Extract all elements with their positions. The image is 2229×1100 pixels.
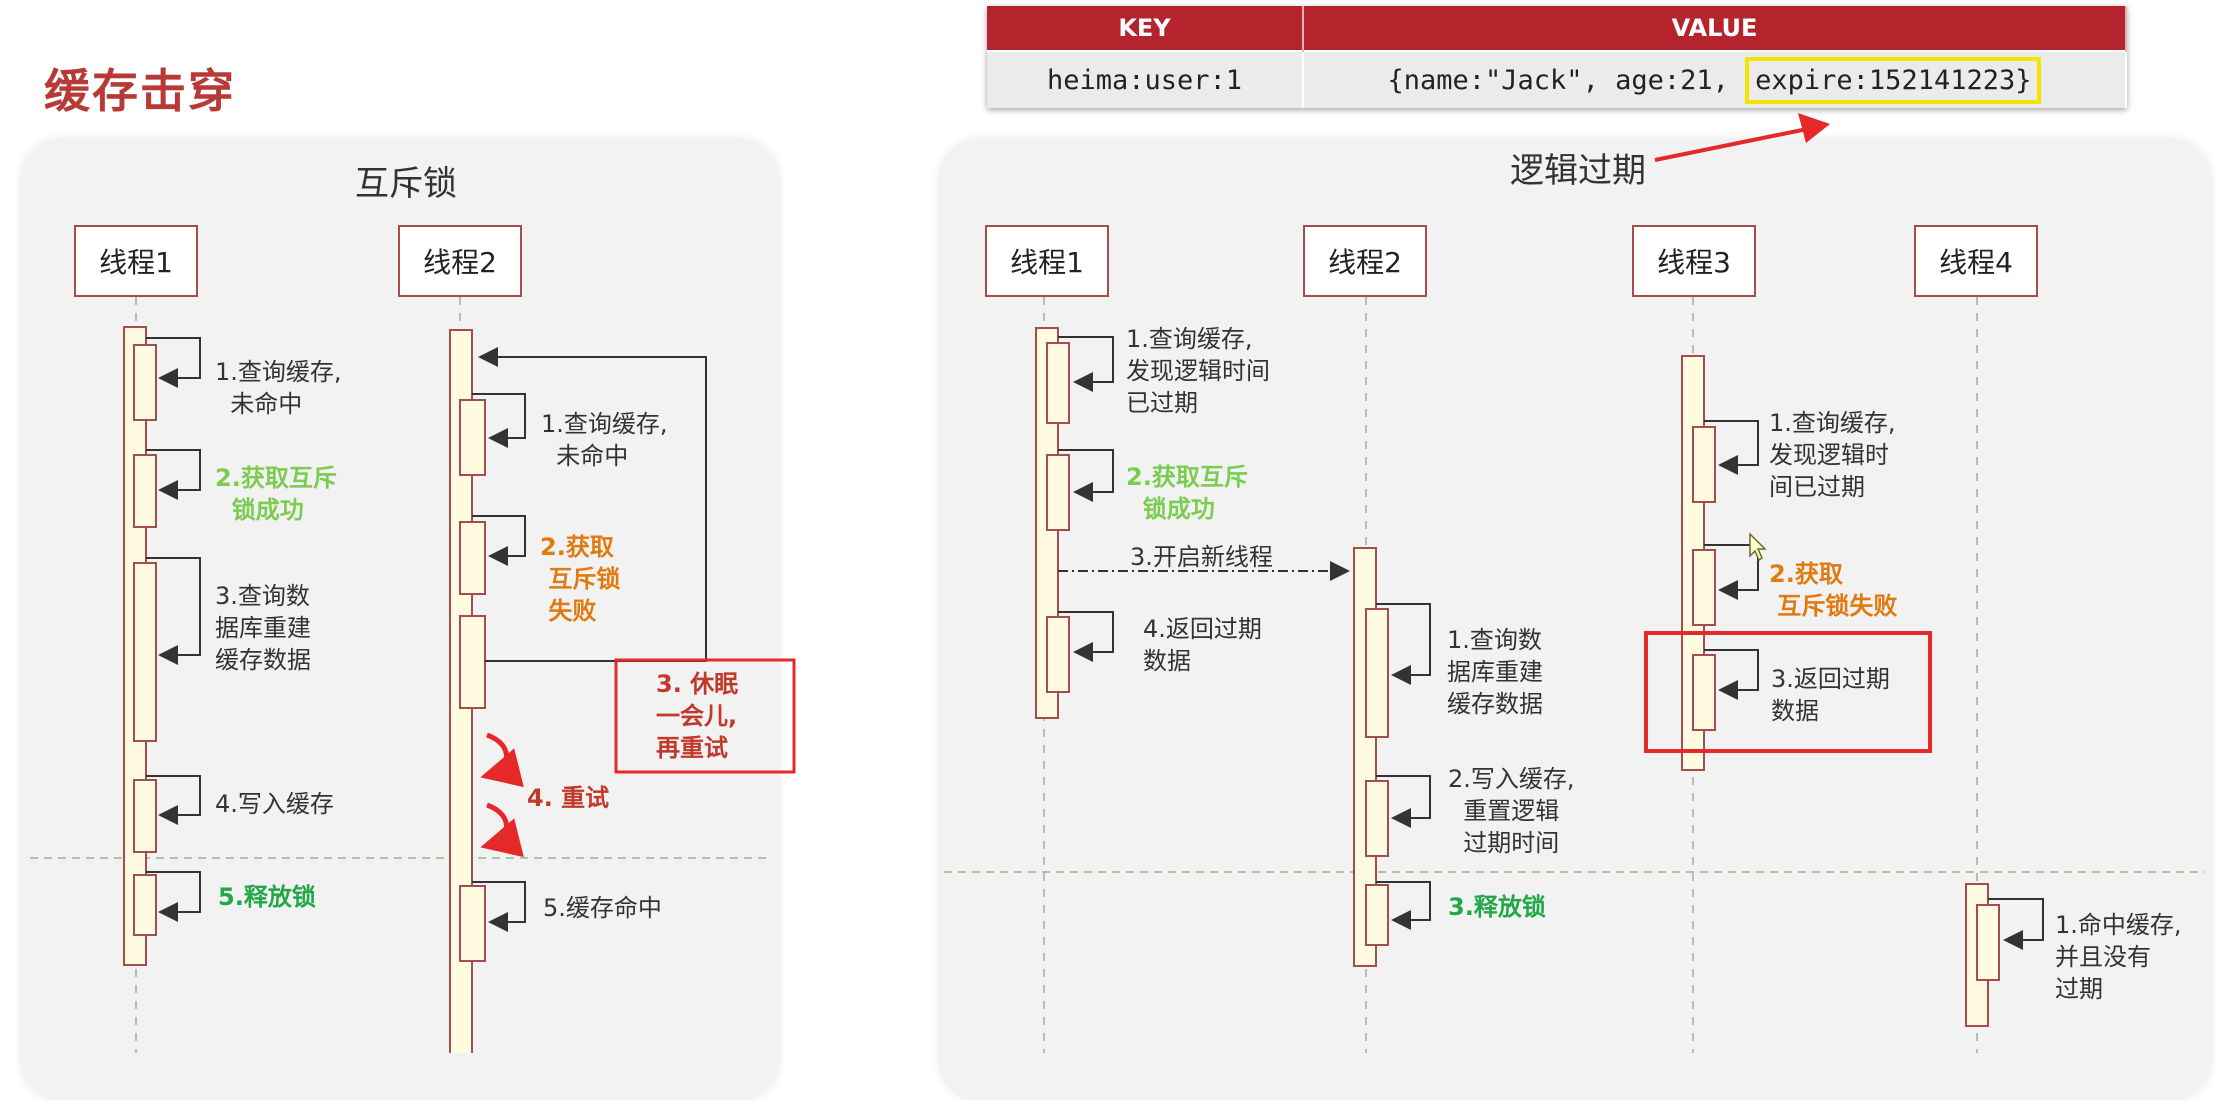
page-title: 缓存击穿	[44, 64, 236, 118]
kv-value-text: {name:"Jack", age:21,	[1387, 64, 1729, 96]
left-t1-step4: 4.写入缓存	[215, 790, 334, 818]
right-t2-step1: 1.查询数 据库重建 缓存数据	[1447, 626, 1543, 718]
thread-box-left-2: 线程2	[398, 225, 522, 297]
thread-box-right-2: 线程2	[1303, 225, 1427, 297]
right-t4-step1: 1.命中缓存, 并且没有 过期	[2055, 911, 2182, 1003]
left-t1-step1: 1.查询缓存, 未命中	[215, 358, 342, 418]
thread-box-left-1: 线程1	[74, 225, 198, 297]
left-t2-step1: 1.查询缓存, 未命中	[541, 410, 668, 470]
right-t3-step1: 1.查询缓存, 发现逻辑时 间已过期	[1769, 409, 1896, 501]
left-t2-step4-retry: 4. 重试	[527, 784, 610, 812]
kv-table: KEY VALUE heima:user:1 {name:"Jack", age…	[987, 6, 2127, 108]
left-t1-step3: 3.查询数 据库重建 缓存数据	[215, 582, 311, 674]
slide: 缓存击穿 KEY VALUE heima:user:1 {name:"Jack"…	[22, 6, 2210, 1100]
logical-expire-panel-title: 逻辑过期	[1510, 151, 1646, 191]
left-t2-step2: 2.获取 互斥锁 失败	[540, 533, 621, 625]
right-t2-step3: 3.释放锁	[1448, 893, 1546, 921]
mutex-panel-title: 互斥锁	[355, 164, 457, 204]
kv-header-value: VALUE	[1303, 6, 2127, 51]
kv-value-cell: {name:"Jack", age:21, expire:152141223}	[1303, 50, 2127, 108]
left-t2-step3-sleep: 3. 休眠 一会儿, 再重试	[656, 670, 739, 762]
kv-header-key: KEY	[987, 6, 1304, 51]
right-t1-step4: 4.返回过期 数据	[1143, 615, 1262, 675]
right-t1-step2: 2.获取互斥 锁成功	[1126, 463, 1248, 523]
right-t3-step2: 2.获取 互斥锁失败	[1769, 560, 1898, 620]
left-t1-step2: 2.获取互斥 锁成功	[215, 464, 337, 524]
left-t2-step5: 5.缓存命中	[543, 894, 662, 922]
expire-highlight: expire:152141223}	[1745, 56, 2042, 104]
thread-box-right-3: 线程3	[1632, 225, 1756, 297]
kv-key-cell: heima:user:1	[987, 50, 1304, 108]
thread-box-right-1: 线程1	[985, 225, 1109, 297]
diagram-lines	[30, 113, 2205, 1053]
thread-box-right-4: 线程4	[1914, 225, 2038, 297]
right-t1-step3: 3.开启新线程	[1130, 543, 1273, 571]
right-t3-step3: 3.返回过期 数据	[1771, 665, 1890, 725]
left-t1-step5: 5.释放锁	[218, 883, 316, 911]
right-t2-step2: 2.写入缓存, 重置逻辑 过期时间	[1448, 765, 1575, 857]
right-t1-step1: 1.查询缓存, 发现逻辑时间 已过期	[1126, 325, 1270, 417]
